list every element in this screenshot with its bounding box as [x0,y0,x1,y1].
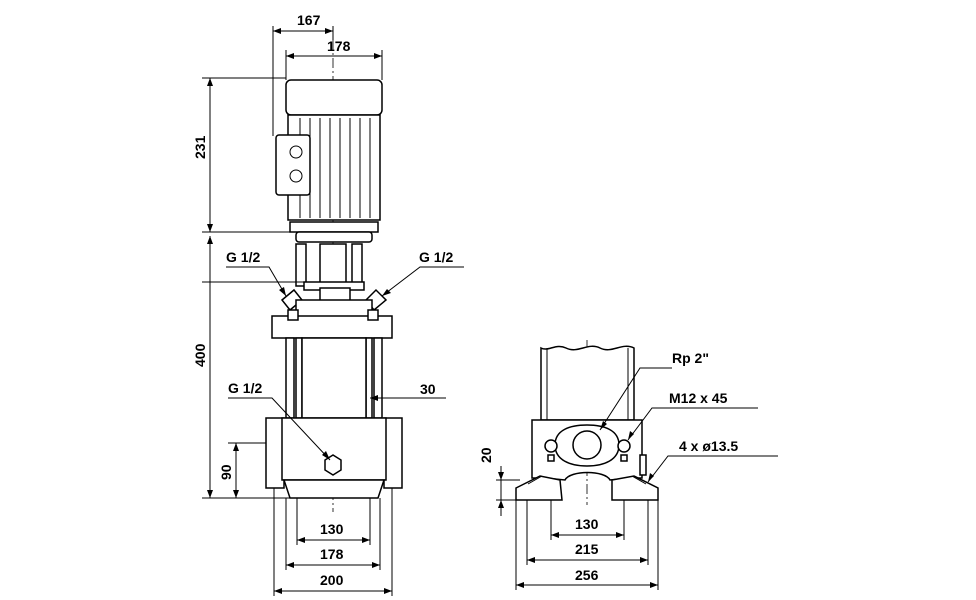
side-view: Rp 2" M12 x 45 4 x ø13.5 20 130 215 256 [478,340,778,590]
foot-left [515,475,563,501]
terminal-plug-upper [289,145,303,159]
port-upper-left-label: G 1/2 [226,249,260,265]
dim-130-side-label: 130 [575,516,599,532]
coupling-shaft [319,243,347,287]
terminal-box [275,134,311,196]
bolt-hole-left [544,439,558,453]
motor-flange [289,221,379,233]
coupling-guard-left [295,243,307,287]
bolt-hole-right [617,439,631,453]
motor-stool-top [295,231,373,243]
dim-130-front-label: 130 [320,521,344,537]
tie-bolt-right-outer [373,337,383,419]
dim-231-label: 231 [192,135,208,159]
dim-400-label: 400 [192,343,208,367]
leader-lower-left [228,397,331,461]
thread-label: Rp 2" [672,350,709,366]
tie-bolt-left-inner [295,337,303,419]
bolt-nut-left [547,454,555,462]
front-view: 167 178 231 400 90 30 G 1/2 G 1/2 G 1/2 … [192,12,464,596]
dim-200-label: 200 [320,572,344,588]
drain-plug [324,454,342,476]
leader-m12 [627,407,758,441]
dim-256-label: 256 [575,567,599,583]
tie-bolt-left-outer [285,337,295,419]
bolt-nut-right [620,454,628,462]
pump-sleeve [301,337,367,419]
port-opening [572,430,602,460]
dim-178-top-label: 178 [327,38,351,54]
dim-30-label: 30 [420,381,436,397]
dim-167-label: 167 [297,12,321,28]
terminal-plug-lower [289,169,303,183]
leader-holes [647,455,778,483]
head-nut-right [367,309,379,321]
port-upper-right-label: G 1/2 [419,249,453,265]
column-section [540,345,635,421]
pump-base-foot [282,479,386,499]
head-nut-left [287,309,299,321]
dim-20-label: 20 [478,447,494,463]
bolt-label: M12 x 45 [669,390,728,406]
foot-right [611,475,659,501]
leader-upper-right [381,266,464,297]
dim-215-label: 215 [575,541,599,557]
dim-90-label: 90 [218,464,234,480]
port-lower-left-label: G 1/2 [228,380,262,396]
coupling-guard-right [351,243,363,287]
motor-fan-cover [285,79,383,116]
leader-upper-left [226,266,287,297]
dim-178-bottom-label: 178 [320,546,344,562]
leader-rp [599,367,672,431]
holes-label: 4 x ø13.5 [679,438,738,454]
tie-bolt-right-inner [365,337,373,419]
side-drain-plug [639,454,647,476]
